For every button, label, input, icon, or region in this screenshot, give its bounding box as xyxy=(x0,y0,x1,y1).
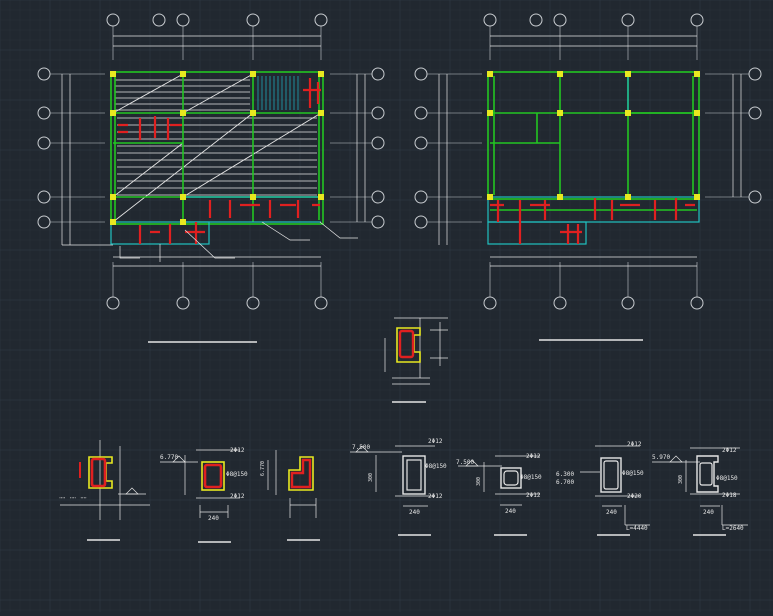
s4-width-label: 240 xyxy=(409,509,420,516)
s7-mid-label: Φ8@150 xyxy=(716,475,738,482)
axis-lines xyxy=(427,26,749,297)
s6-mid-label: Φ8@150 xyxy=(622,470,644,477)
floor-plan-left[interactable] xyxy=(37,13,385,343)
rebar-marks xyxy=(490,198,695,244)
s5-bot-label: 2Φ12 xyxy=(526,492,541,499)
s7-width-label: 240 xyxy=(703,509,714,516)
s7-side-label: 300 xyxy=(678,475,684,484)
s6-top-label: 2Φ12 xyxy=(627,441,642,448)
s7-top-label: 2Φ12 xyxy=(722,447,737,454)
section-detail-1[interactable]: ᠁ ᠁ ᠁ xyxy=(58,440,150,541)
s3-outline xyxy=(288,456,314,491)
s2-top-label: 2Φ12 xyxy=(230,447,245,454)
section-detail-6[interactable]: 6.300 6.700 2Φ12 Φ8@150 2Φ20 240 L=4440 xyxy=(556,441,650,536)
s5-outline xyxy=(500,467,522,489)
s1-rebar xyxy=(90,457,107,488)
s4-rebar xyxy=(406,459,422,491)
s6-bot-label: 2Φ20 xyxy=(627,493,642,500)
section-detail-4[interactable]: 7.500 2Φ12 Φ8@150 2Φ12 300 240 xyxy=(350,438,447,536)
center-detail-rebar xyxy=(398,329,415,359)
s3-rebar xyxy=(290,458,312,489)
s4-mid-label: Φ8@150 xyxy=(425,463,447,470)
s5-top-label: 2Φ12 xyxy=(526,453,541,460)
s7-rebar xyxy=(699,462,713,486)
s6-outline xyxy=(600,457,622,493)
dimension-lines xyxy=(61,35,366,267)
s2-elev-label: 6.770 xyxy=(160,454,178,461)
dimension-lines xyxy=(438,35,742,267)
s5-side-label: 300 xyxy=(476,477,482,486)
s7-length-label: L=2640 xyxy=(722,525,744,532)
rebar-marks xyxy=(118,78,321,244)
axis-bubbles-right xyxy=(748,67,762,204)
columns xyxy=(110,71,324,225)
s4-elev-label: 7.500 xyxy=(352,444,370,451)
balcony-slab xyxy=(487,74,700,245)
s6-rebar xyxy=(603,460,619,490)
s2-dim-lines xyxy=(160,449,240,518)
s5-elev-label: 7.500 xyxy=(456,459,474,466)
axis-bubbles-right xyxy=(371,67,385,229)
s6-elev-b-label: 6.700 xyxy=(556,479,574,486)
s5-mid-label: Φ8@150 xyxy=(520,474,542,481)
s2-rebar xyxy=(203,463,223,489)
s5-width-label: 240 xyxy=(505,508,516,515)
section-detail-7[interactable]: 5.970 2Φ12 Φ8@150 2Φ18 300 240 L=2640 xyxy=(652,447,748,536)
s7-dim-lines xyxy=(652,447,748,526)
s2-mid-label: Φ8@150 xyxy=(226,471,248,478)
s4-bot-label: 2Φ12 xyxy=(428,493,443,500)
s6-elev-a-label: 6.300 xyxy=(556,471,574,478)
s5-rebar xyxy=(503,470,519,486)
s2-outline xyxy=(201,461,225,491)
section-detail-3[interactable]: 6.770 xyxy=(260,450,320,541)
s2-bot-label: 2Φ12 xyxy=(230,493,245,500)
floor-plan-right[interactable] xyxy=(414,13,762,341)
s6-dim-lines xyxy=(580,445,650,526)
axis-bubbles-left xyxy=(414,67,428,229)
s6-width-label: 240 xyxy=(606,509,617,516)
beams xyxy=(487,71,700,211)
s3-elev-label: 6.770 xyxy=(260,461,266,476)
center-detail-section[interactable] xyxy=(384,317,448,403)
s7-elev-label: 5.970 xyxy=(652,454,670,461)
s4-outline xyxy=(402,455,426,495)
s4-side-label: 300 xyxy=(368,473,374,482)
leader-lines xyxy=(119,221,358,262)
stair-hatch xyxy=(257,76,299,110)
section-detail-5[interactable]: 7.500 2Φ12 Φ8@150 2Φ12 300 240 xyxy=(456,453,542,536)
s5-dim-lines xyxy=(458,455,540,506)
s6-length-label: L=4440 xyxy=(626,525,648,532)
s7-bot-label: 2Φ18 xyxy=(722,492,737,499)
s4-top-label: 2Φ12 xyxy=(428,438,443,445)
s2-width-label: 240 xyxy=(208,515,219,522)
s1-note: ᠁ ᠁ ᠁ xyxy=(58,495,86,502)
center-detail-dim xyxy=(384,317,448,385)
s3-dim-lines xyxy=(267,450,317,518)
s4-dim-lines xyxy=(350,445,435,507)
slab-strip-hatch xyxy=(115,79,317,196)
columns xyxy=(487,71,700,200)
axis-lines xyxy=(50,26,372,297)
beams xyxy=(110,71,324,225)
s7-outline xyxy=(696,455,719,493)
s1-dim-lines xyxy=(60,440,150,520)
section-detail-2[interactable]: 6.770 2Φ12 Φ8@150 2Φ12 240 xyxy=(160,447,248,543)
